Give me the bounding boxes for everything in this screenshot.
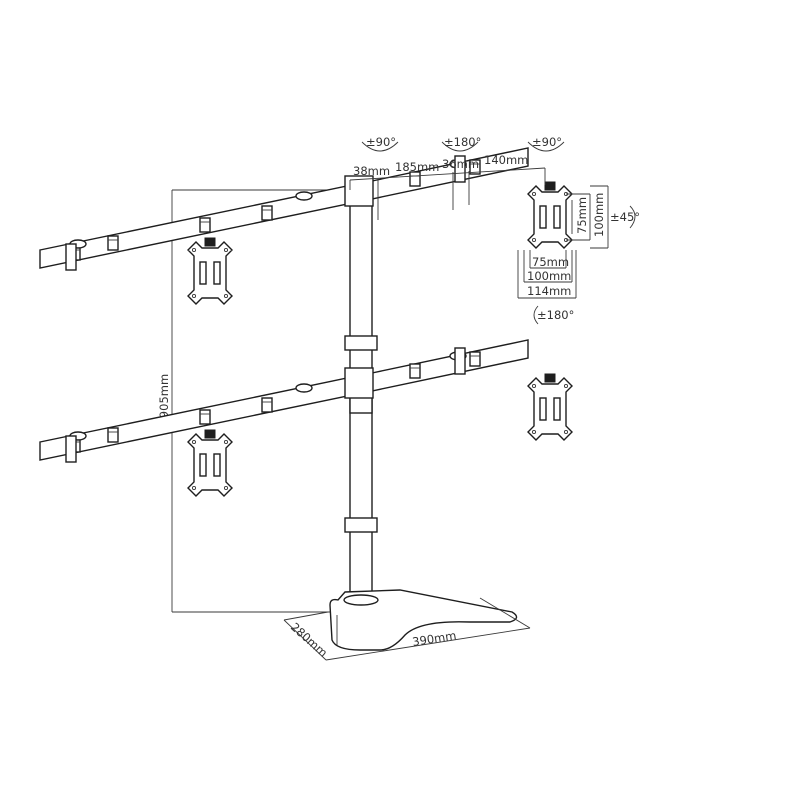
arm-dimensions: 38mm 185mm 36mm 140mm — [349, 153, 546, 220]
vesa-plate-width-label: 114mm — [527, 284, 571, 298]
lower-arm-assembly — [40, 340, 528, 462]
vesa-horizontal-small-label: 75mm — [532, 255, 569, 269]
vesa-dimensions: 75mm 100mm 75mm 100mm 114mm — [517, 185, 609, 299]
arm-segment-2-label: 140mm — [484, 153, 528, 167]
height-dimension: 905mm — [157, 189, 350, 613]
vesa-plate-bottom-left — [187, 429, 233, 497]
rotation-annotations: ±90° ±180° ±90° ±45° ±180° — [361, 135, 640, 325]
vesa-horizontal-large-label: 100mm — [527, 269, 571, 283]
joint-width-label: 36mm — [442, 157, 479, 171]
height-label: 905mm — [157, 374, 171, 418]
base-width-label: 390mm — [411, 628, 457, 649]
rotation-right-label: ±90° — [532, 135, 562, 149]
vesa-vertical-large-label: 100mm — [592, 193, 606, 237]
rotation-center-label: ±180° — [444, 135, 481, 149]
vesa-plate-top-right — [527, 181, 573, 249]
vesa-plate-bottom-right — [527, 373, 573, 441]
base-depth-label: 280mm — [288, 620, 330, 660]
vesa-rotation-label: ±180° — [537, 308, 574, 322]
rotation-left-label: ±90° — [366, 135, 396, 149]
arm-segment-1-label: 185mm — [395, 160, 439, 174]
vesa-vertical-small-label: 75mm — [575, 197, 589, 234]
vesa-plate-top-left — [187, 237, 233, 305]
vesa-tilt-label: ±45° — [610, 210, 640, 224]
pole-diameter-label: 38mm — [353, 164, 390, 178]
